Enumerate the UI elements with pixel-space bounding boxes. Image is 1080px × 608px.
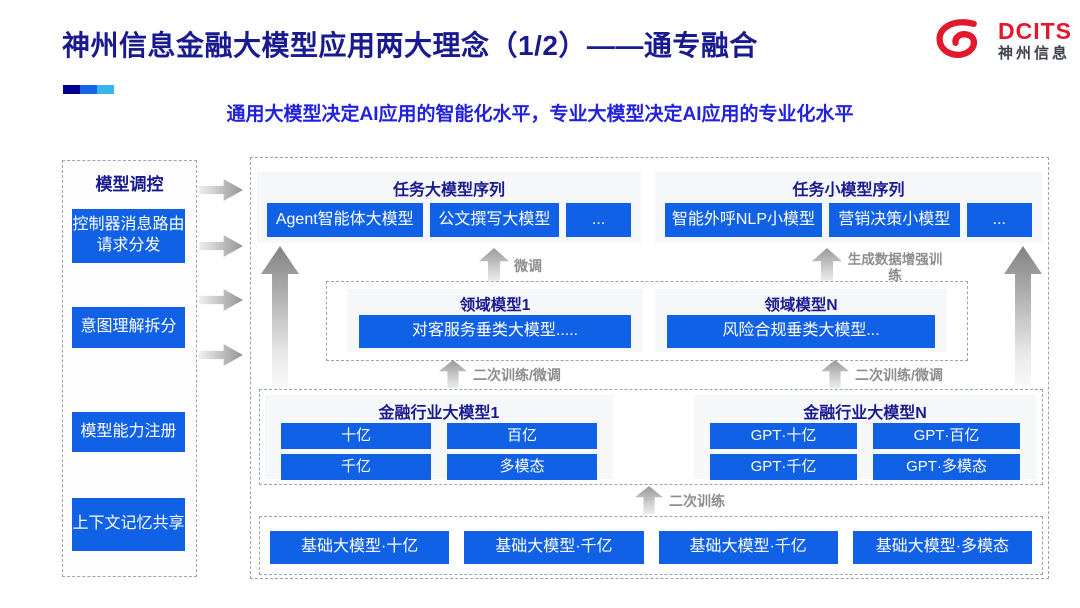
task-large-more-button[interactable]: ...: [566, 203, 631, 237]
domain-model-n-title: 领域模型N: [764, 297, 838, 314]
accent-bar-segment-dark: [63, 85, 80, 94]
retrain-finetune-arrow-left-icon: [439, 360, 467, 388]
foundation-model-group: 基础大模型·十亿 基础大模型·千亿 基础大模型·千亿 基础大模型·多模态: [259, 516, 1043, 575]
slide-subtitle: 通用大模型决定AI应用的智能化水平，专业大模型决定AI应用的专业化水平: [226, 104, 854, 125]
gpt-hundred-billion-model-button[interactable]: GPT·千亿: [710, 454, 857, 480]
billion-model-button[interactable]: 十亿: [281, 423, 431, 449]
gpt-ten-billion-model-button[interactable]: GPT·百亿: [873, 423, 1020, 449]
connector-arrow-icon: [199, 179, 243, 201]
gen-data-arrow-icon: [812, 248, 842, 281]
page-title: 神州信息金融大模型应用两大理念（1/2）——通专融合: [62, 30, 758, 61]
finetune-arrow-icon: [479, 248, 509, 281]
connector-arrow-icon: [199, 289, 243, 311]
connector-arrow-icon: [199, 344, 243, 366]
task-small-model-panel: 任务小模型序列 智能外呼NLP小模型 营销决策小模型 ...: [655, 172, 1042, 243]
industry-model-n-panel: 金融行业大模型N GPT·十亿 GPT·百亿 GPT·千亿 GPT·多模态: [694, 395, 1036, 480]
domain-model-1-panel: 领域模型1 对客服务垂类大模型.....: [347, 289, 643, 352]
up-arrow-tall-right-icon: [1004, 246, 1042, 386]
agent-large-model-button[interactable]: Agent智能体大模型: [267, 203, 423, 237]
retrain-finetune-arrow-right-icon: [821, 360, 849, 388]
sidebar-item-context-memory[interactable]: 上下文记忆共享: [72, 498, 185, 551]
model-control-title: 模型调控: [95, 175, 164, 194]
accent-bar: [63, 85, 114, 94]
hundred-billion-model-button[interactable]: 千亿: [281, 454, 431, 480]
dcits-swirl-icon: [936, 19, 978, 58]
gpt-billion-model-button[interactable]: GPT·十亿: [710, 423, 857, 449]
domain-model-1-title: 领域模型1: [459, 297, 531, 314]
customer-service-model-button[interactable]: 对客服务垂类大模型.....: [359, 315, 631, 348]
multimodal-model-button[interactable]: 多模态: [447, 454, 597, 480]
industry-model-1-panel: 金融行业大模型1 十亿 百亿 千亿 多模态: [265, 395, 613, 480]
foundation-multimodal-button[interactable]: 基础大模型·多模态: [852, 531, 1032, 564]
gen-data-training-label: 生成数据增强训练: [847, 252, 943, 284]
document-writing-model-button[interactable]: 公文撰写大模型: [429, 203, 560, 237]
sidebar-item-intent-parsing[interactable]: 意图理解拆分: [72, 307, 185, 348]
foundation-hundred-billion-button-1[interactable]: 基础大模型·千亿: [464, 531, 644, 564]
industry-model-group: 金融行业大模型1 十亿 百亿 千亿 多模态 金融行业大模型N GPT·十亿 GP…: [259, 389, 1043, 485]
task-large-model-title: 任务大模型序列: [392, 182, 505, 199]
task-small-model-title: 任务小模型序列: [792, 182, 905, 199]
industry-model-n-title: 金融行业大模型N: [803, 405, 927, 422]
marketing-decision-model-button[interactable]: 营销决策小模型: [828, 203, 960, 237]
retrain-arrow-icon: [635, 486, 663, 514]
task-large-model-panel: 任务大模型序列 Agent智能体大模型 公文撰写大模型 ...: [257, 172, 641, 243]
model-stack-diagram: 任务大模型序列 Agent智能体大模型 公文撰写大模型 ... 任务小模型序列 …: [250, 157, 1049, 579]
industry-model-1-title: 金融行业大模型1: [378, 405, 500, 422]
risk-compliance-model-button[interactable]: 风险合规垂类大模型...: [667, 315, 935, 348]
retrain-finetune-label-left: 二次训练/微调: [473, 367, 561, 383]
ten-billion-model-button[interactable]: 百亿: [447, 423, 597, 449]
retrain-label: 二次训练: [669, 493, 725, 509]
domain-model-n-panel: 领域模型N 风险合规垂类大模型...: [655, 289, 947, 352]
task-small-more-button[interactable]: ...: [966, 203, 1032, 237]
up-arrow-tall-left-icon: [261, 246, 299, 386]
model-control-panel: 模型调控 控制器消息路由请求分发 意图理解拆分 模型能力注册 上下文记忆共享: [62, 160, 197, 577]
domain-model-group: 领域模型1 对客服务垂类大模型..... 领域模型N 风险合规垂类大模型...: [326, 281, 968, 361]
accent-bar-segment-light: [97, 85, 114, 94]
logo-subtext: 神州信息: [998, 45, 1071, 63]
logo-text: DCITS: [998, 18, 1072, 45]
outbound-nlp-model-button[interactable]: 智能外呼NLP小模型: [665, 203, 822, 237]
retrain-finetune-label-right: 二次训练/微调: [855, 367, 943, 383]
finetune-label: 微调: [514, 258, 542, 274]
sidebar-item-message-routing[interactable]: 控制器消息路由请求分发: [72, 209, 185, 263]
gpt-multimodal-model-button[interactable]: GPT·多模态: [873, 454, 1020, 480]
dcits-logo: DCITS 神州信息: [932, 16, 1072, 66]
foundation-hundred-billion-button-2[interactable]: 基础大模型·千亿: [658, 531, 838, 564]
foundation-billion-button[interactable]: 基础大模型·十亿: [270, 531, 450, 564]
connector-arrow-icon: [199, 235, 243, 257]
sidebar-item-capability-registry[interactable]: 模型能力注册: [72, 412, 185, 452]
accent-bar-segment-blue: [80, 85, 97, 94]
